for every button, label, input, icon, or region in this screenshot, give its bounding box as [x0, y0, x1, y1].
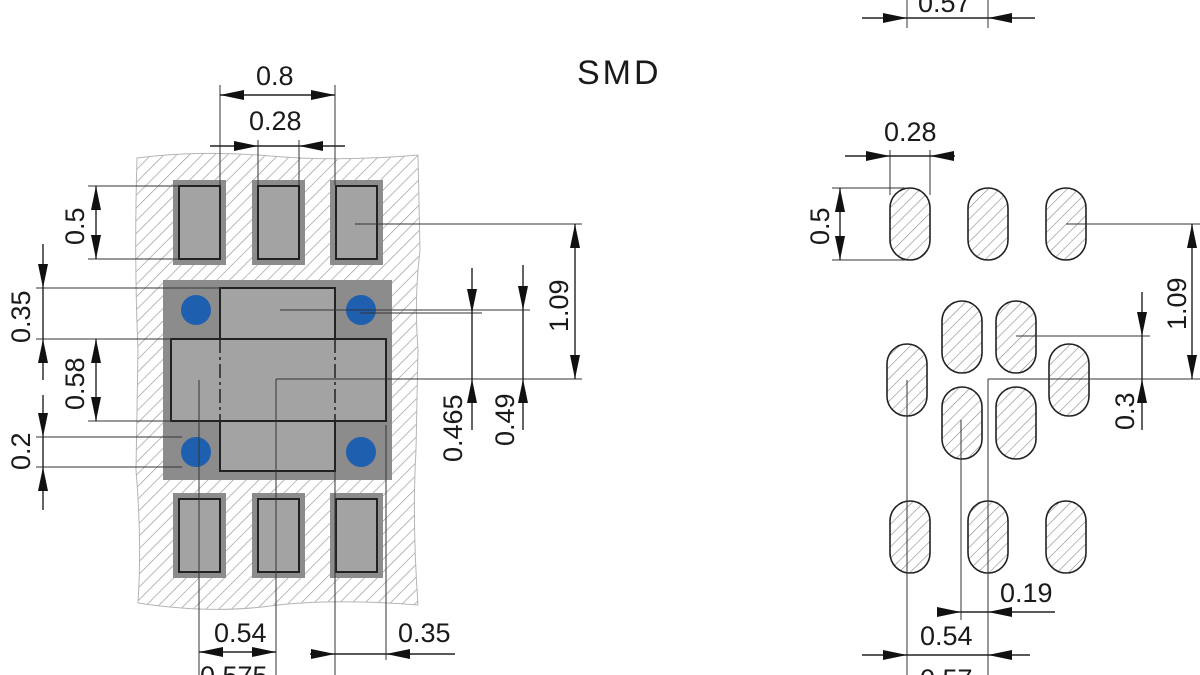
dim-label: 1.09: [544, 279, 574, 332]
right-footprint-view: 0.57: [805, 0, 1200, 675]
bottom-pads: [173, 493, 383, 578]
dim-label: 0.8: [256, 61, 294, 91]
top-pads: [173, 180, 383, 265]
dim-label: 0.35: [398, 618, 451, 648]
dim-label: 0.54: [920, 621, 973, 651]
dim-label: 0.28: [249, 106, 302, 136]
via: [181, 437, 211, 467]
right-top-dimension: [862, 0, 1035, 28]
dim-label: 0.2: [6, 432, 36, 470]
dim-label: 0.58: [60, 357, 90, 410]
dim-label: 1.09: [1162, 277, 1192, 330]
dim-label: 0.465: [438, 394, 468, 462]
dim-label: 0.19: [1000, 578, 1053, 608]
left-dimension-lines: [36, 85, 582, 675]
dim-label: 0.575: [200, 661, 268, 675]
dim-label: 0.54: [214, 618, 267, 648]
via: [181, 295, 211, 325]
dim-label: 0.57: [918, 0, 971, 18]
left-footprint-view: 0.8 0.28 0.5 0.35 0.58 0.2 0.465 0.49 1.…: [6, 61, 582, 675]
via: [346, 437, 376, 467]
dim-label: 0.35: [6, 290, 36, 343]
right-dimension-lines: [832, 150, 1200, 675]
dim-label: 0.28: [884, 117, 937, 147]
dim-label: 0.49: [490, 393, 520, 446]
right-pads: [886, 187, 1090, 574]
dim-label: 0.57: [920, 664, 973, 675]
dim-label: 0.5: [805, 207, 835, 245]
drawing-title: SMD: [577, 54, 662, 92]
dim-label: 0.3: [1110, 392, 1140, 430]
thermal-vias: [181, 295, 376, 467]
dim-label: 0.5: [60, 207, 90, 245]
